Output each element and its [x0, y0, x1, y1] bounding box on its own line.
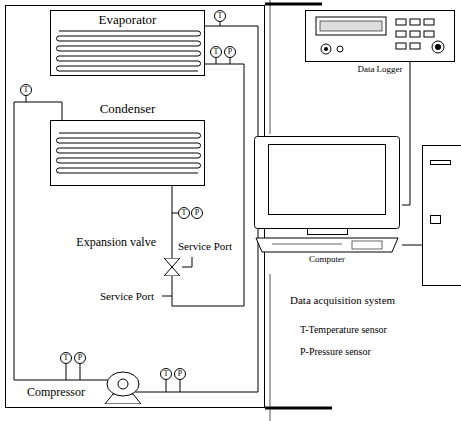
sensor-mark: P: [74, 352, 86, 364]
expansion-valve-art: [162, 258, 182, 276]
node-label: Condenser: [100, 102, 156, 117]
sensor-mark: T: [60, 352, 72, 364]
refrigerant-pipe: [151, 26, 258, 392]
system-label: Data acquisition system: [290, 294, 395, 307]
node-label: Expansion valve: [76, 236, 156, 250]
node-label: Evaporator: [97, 13, 159, 28]
signal-cable: [265, 3, 322, 6]
sensor-leader: [26, 22, 230, 392]
expansion-valve: Expansion valve: [162, 258, 182, 276]
port-label: Service Port: [178, 240, 232, 253]
compressor: Compressor: [95, 370, 151, 404]
computer-cable: [402, 245, 422, 246]
sensor-mark: P: [191, 207, 203, 219]
port-label: Service Port: [100, 290, 154, 303]
legend-note: T-Temperature sensor: [300, 324, 387, 336]
computer: Computer: [252, 136, 402, 271]
service-port: [162, 257, 192, 296]
signal-cable: [265, 407, 332, 410]
computer-art: [252, 136, 402, 271]
sensor-mark: T: [178, 207, 190, 219]
sensor-mark: T: [20, 84, 32, 96]
divider-line: [270, 274, 271, 421]
computer-tower: [423, 146, 461, 286]
compressor-art: [95, 370, 151, 404]
node-label: Compressor: [27, 386, 85, 400]
node-label: Data Logger: [357, 64, 402, 74]
refrigerant-pipe: [172, 186, 173, 258]
test-rig-panel: [6, 6, 265, 408]
legend-note: P-Pressure sensor: [300, 346, 371, 358]
signal-cable: [402, 62, 410, 205]
evaporator-box: Evaporator: [50, 10, 205, 76]
condenser-box: Condenser: [50, 120, 205, 186]
sensor-mark: T: [210, 46, 222, 58]
divider-line: [270, 0, 271, 134]
data-logger-art: [306, 11, 454, 61]
sensor-mark: T: [214, 10, 226, 22]
sensor-mark: T: [160, 368, 172, 380]
data-logger: Data Logger: [305, 10, 455, 62]
sensor-mark: P: [224, 46, 236, 58]
condenser-box-art: [51, 121, 204, 185]
node-label: Computer: [309, 254, 345, 264]
sensor-mark: P: [174, 368, 186, 380]
